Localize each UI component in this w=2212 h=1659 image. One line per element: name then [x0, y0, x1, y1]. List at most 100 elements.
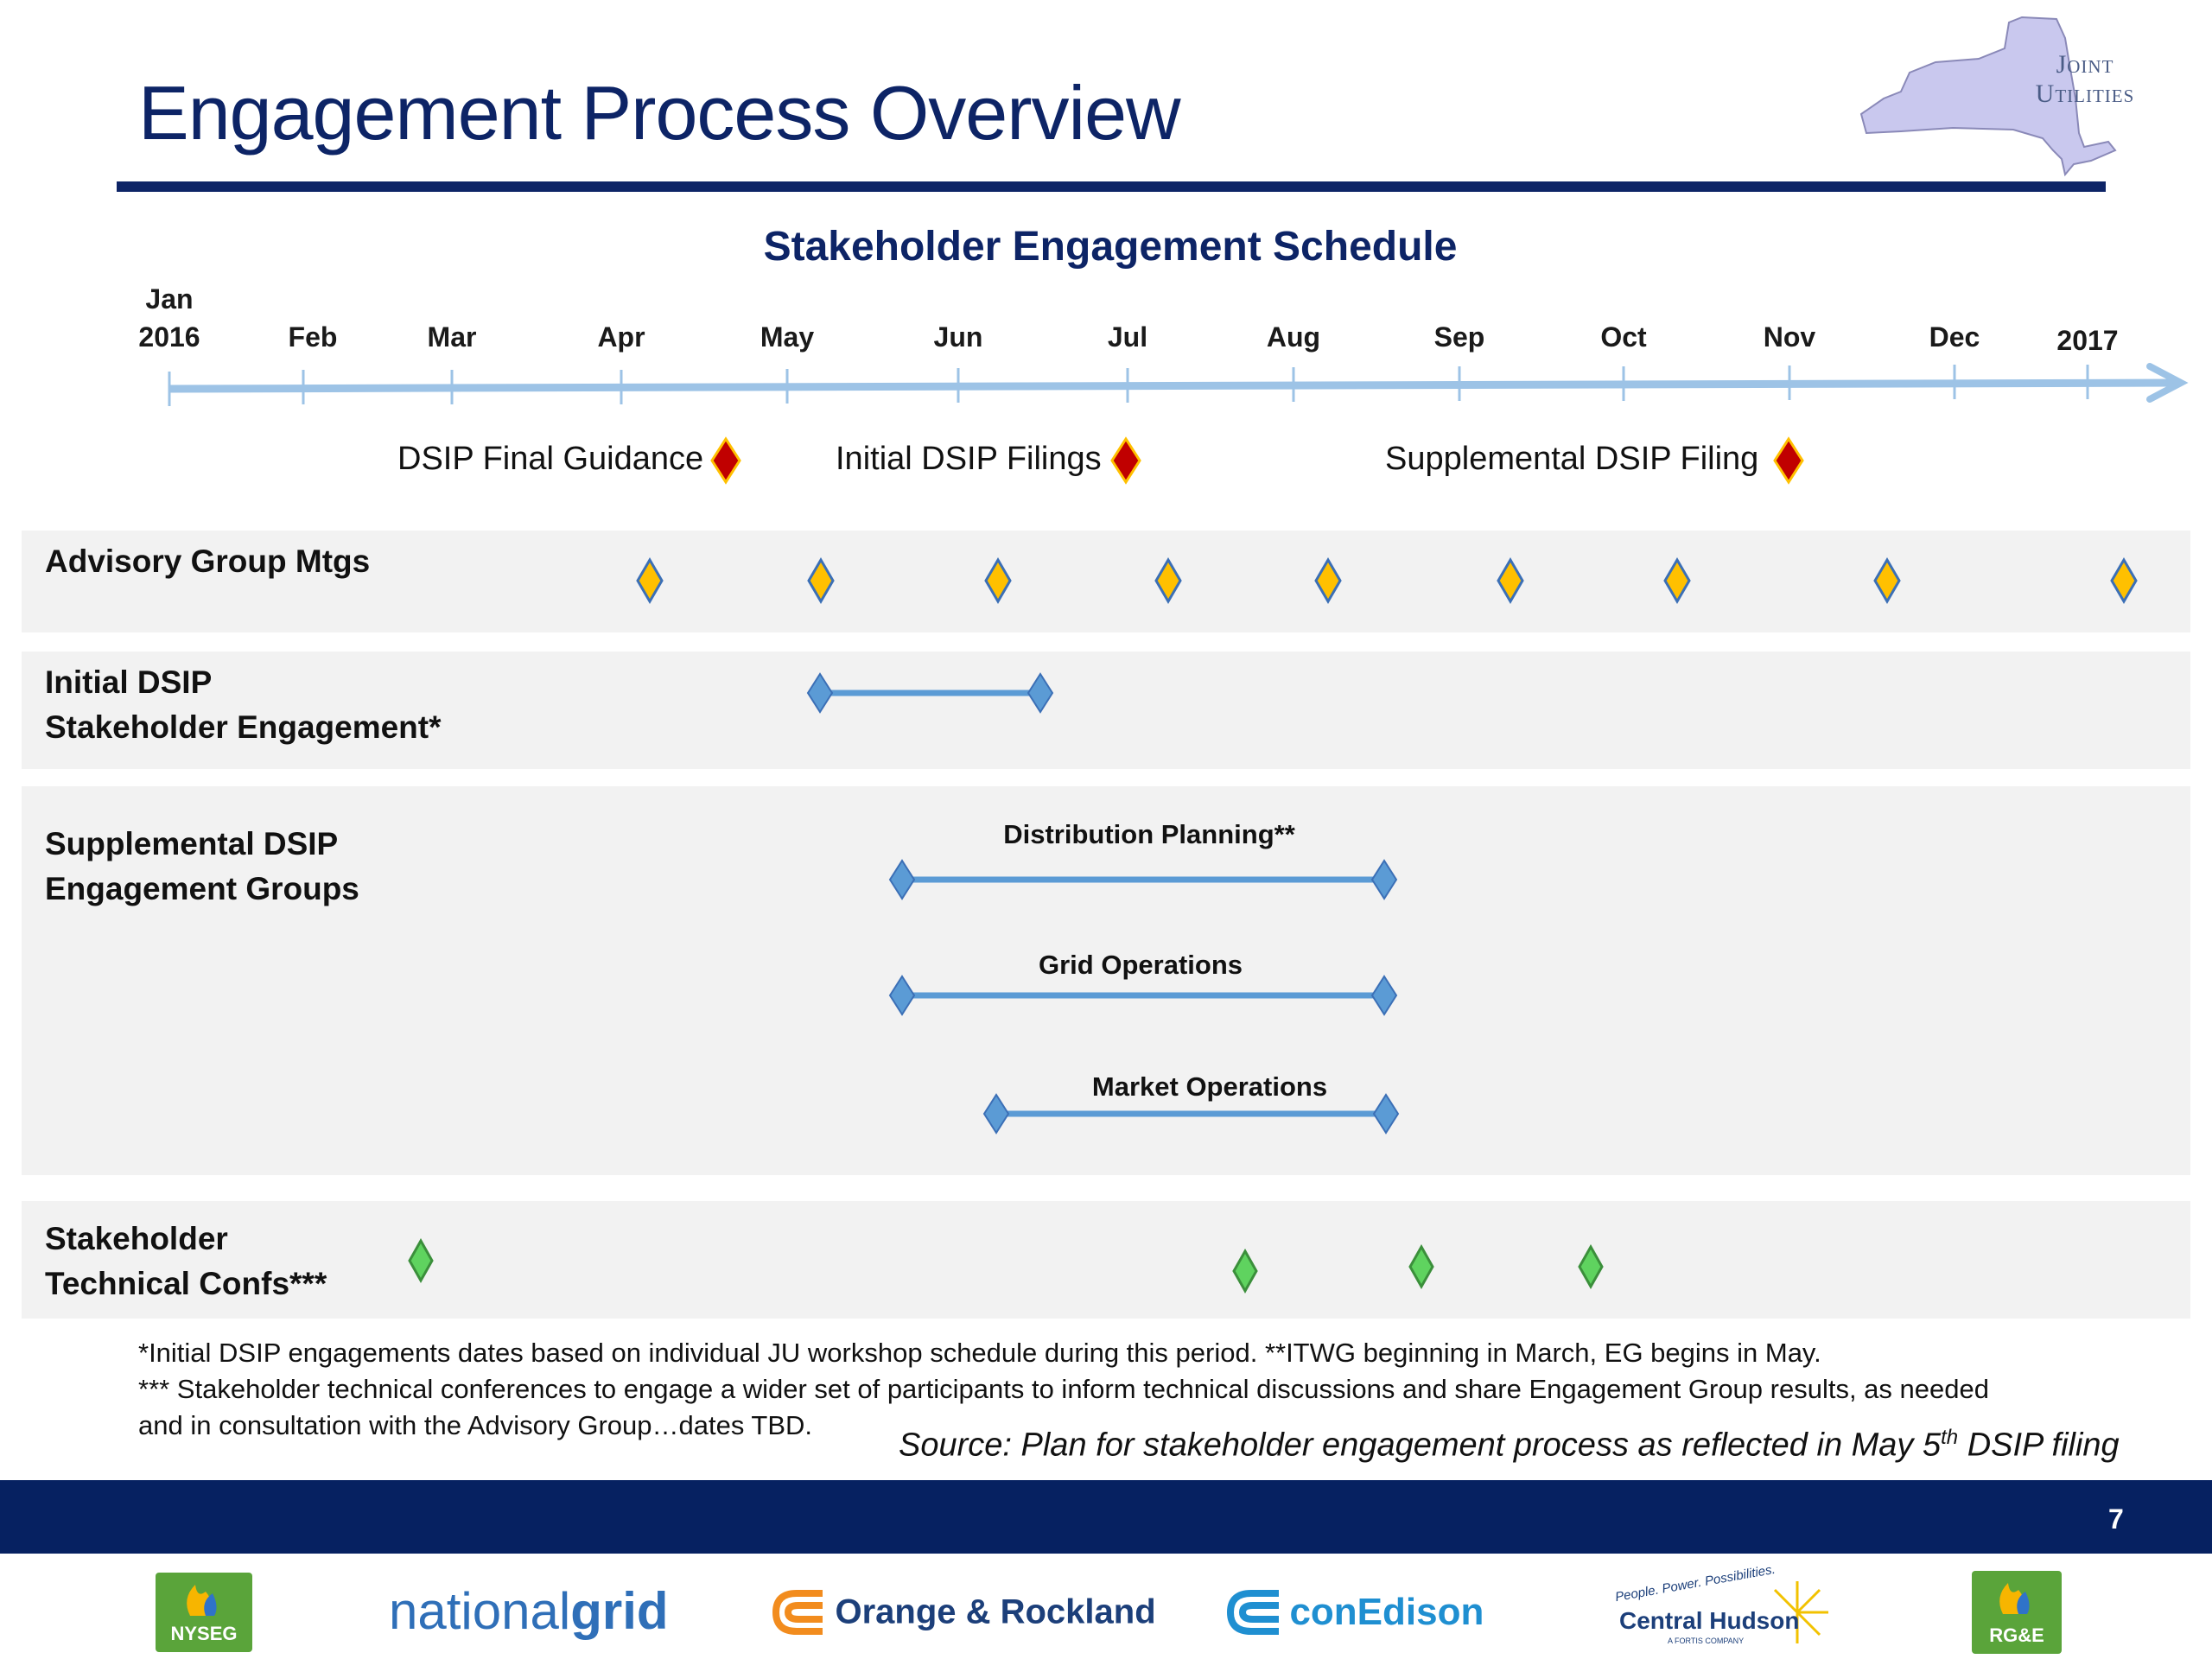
timeline-arrow-icon: [2146, 363, 2189, 403]
month-label-jul: Jul: [1107, 321, 1148, 353]
row-band-techconf: [22, 1201, 2190, 1319]
milestone-diamond-icon: [1773, 436, 1804, 485]
row-label-line: Supplemental DSIP: [45, 826, 339, 861]
orange-rockland-text: Orange & Rockland: [835, 1592, 1156, 1631]
row-label-initial-dsip: Initial DSIP Stakeholder Engagement*: [45, 660, 442, 750]
year-label-2017: 2017: [2056, 325, 2119, 356]
row-label-line: Stakeholder Engagement*: [45, 709, 442, 745]
milestone-diamond-icon: [710, 436, 741, 485]
group-label-distribution-planning: Distribution Planning**: [1003, 819, 1295, 849]
advisory-meeting-markers: [636, 557, 2138, 604]
month-label-jun: Jun: [933, 321, 983, 353]
month-label-apr: Apr: [597, 321, 645, 353]
meeting-diamond-icon: [1154, 557, 1182, 604]
span-start-diamond-icon: [982, 1093, 1010, 1135]
national-grid-text-b: grid: [570, 1582, 669, 1640]
row-label-line: Stakeholder: [45, 1221, 228, 1256]
ny-state-shape-icon: [1859, 16, 2117, 176]
row-label-line: Initial DSIP: [45, 664, 213, 700]
year-label-2016: 2016: [138, 321, 200, 353]
tech-conference-markers: [408, 1237, 1604, 1294]
row-label-technical-confs: Stakeholder Technical Confs***: [45, 1217, 327, 1306]
milestone-markers: [710, 436, 1804, 485]
schedule-title: Stakeholder Engagement Schedule: [763, 224, 1458, 270]
flame-icon: [187, 1585, 217, 1616]
initial-engagement-span: [806, 672, 1054, 714]
milestone-label-initial-dsip-filings: Initial DSIP Filings: [836, 441, 1102, 477]
meeting-diamond-icon: [1873, 557, 1901, 604]
page-title: Engagement Process Overview: [138, 70, 1181, 156]
month-label-mar: Mar: [427, 321, 477, 353]
span-end-diamond-icon: [1372, 1093, 1400, 1135]
rge-logo: RG&E: [1972, 1571, 2062, 1654]
footnote-1: *Initial DSIP engagements dates based on…: [138, 1338, 1821, 1368]
month-label-may: May: [760, 321, 815, 353]
footer-bar: [0, 1480, 2212, 1554]
source-text: Source: Plan for stakeholder engagement …: [899, 1427, 1942, 1464]
grid-operations-span: [888, 975, 1398, 1016]
title-divider: [117, 181, 2106, 192]
meeting-diamond-icon: [1497, 557, 1524, 604]
source-superscript: th: [1941, 1426, 1959, 1449]
page-number: 7: [2108, 1503, 2124, 1535]
meeting-diamond-icon: [1314, 557, 1342, 604]
span-start-diamond-icon: [888, 859, 916, 900]
row-label-line: Advisory Group Mtgs: [45, 543, 371, 579]
span-end-diamond-icon: [1370, 975, 1398, 1016]
logo-text-line-1: Joint: [2056, 50, 2114, 79]
meeting-diamond-icon: [1663, 557, 1691, 604]
meeting-diamond-icon: [2110, 557, 2138, 604]
new-york-state-logo: [1859, 16, 2117, 176]
row-label-line: Engagement Groups: [45, 871, 359, 906]
meeting-diamond-icon: [636, 557, 664, 604]
source-text-end: DSIP filing: [1958, 1427, 2120, 1464]
market-operations-span: [982, 1093, 1400, 1135]
meeting-diamond-icon: [807, 557, 835, 604]
milestone-diamond-icon: [1110, 436, 1141, 485]
logo-text-line-2: Utilities: [2035, 79, 2135, 108]
sunburst-icon: [1773, 1581, 1828, 1643]
span-end-diamond-icon: [1027, 672, 1054, 714]
conference-diamond-icon: [1232, 1248, 1258, 1294]
month-label-sep: Sep: [1433, 321, 1485, 353]
row-label-advisory-group: Advisory Group Mtgs: [45, 539, 370, 584]
month-label-nov: Nov: [1763, 321, 1816, 353]
group-label-grid-operations: Grid Operations: [1039, 950, 1243, 980]
group-label-market-operations: Market Operations: [1091, 1071, 1328, 1102]
con-edison-logo: conEdison: [1225, 1588, 1484, 1637]
national-grid-logo: nationalgrid: [389, 1581, 669, 1641]
rge-logo-text: RG&E: [1989, 1624, 2044, 1646]
milestone-label-supplemental-dsip-filing: Supplemental DSIP Filing: [1385, 441, 1759, 477]
distribution-planning-span: [888, 859, 1398, 900]
row-band-initial: [22, 652, 2190, 769]
conference-diamond-icon: [408, 1237, 434, 1284]
footnote-2: *** Stakeholder technical conferences to…: [138, 1374, 1989, 1404]
timeline-ticks: [168, 365, 2089, 406]
footnote-3: and in consultation with the Advisory Gr…: [138, 1410, 813, 1440]
month-label-dec: Dec: [1929, 321, 1980, 353]
national-grid-text-a: national: [389, 1582, 571, 1640]
source-citation: Source: Plan for stakeholder engagement …: [899, 1426, 2120, 1465]
conference-diamond-icon: [1578, 1243, 1604, 1290]
nyseg-logo-text: NYSEG: [170, 1623, 238, 1644]
con-edison-mark-icon: [1226, 1590, 1279, 1635]
orange-rockland-mark-icon: [772, 1590, 823, 1635]
milestone-label-dsip-final-guidance: DSIP Final Guidance: [397, 441, 704, 477]
orange-rockland-logo: Orange & Rockland: [771, 1588, 1156, 1637]
flame-icon: [1999, 1583, 2030, 1614]
central-hudson-text: Central Hudson: [1619, 1607, 1800, 1634]
timeline-axis: [168, 378, 2178, 393]
row-label-supplemental-dsip: Supplemental DSIP Engagement Groups: [45, 822, 359, 912]
nyseg-logo: NYSEG: [156, 1573, 252, 1652]
row-label-line: Technical Confs***: [45, 1266, 327, 1301]
central-hudson-logo: People. Power. Possibilities. Central Hu…: [1599, 1562, 1840, 1650]
central-hudson-subtext: A FORTIS COMPANY: [1668, 1637, 1745, 1645]
meeting-diamond-icon: [984, 557, 1012, 604]
month-label-aug: Aug: [1266, 321, 1321, 353]
month-label-jan: Jan: [145, 283, 194, 315]
conference-diamond-icon: [1408, 1243, 1434, 1290]
span-start-diamond-icon: [888, 975, 916, 1016]
joint-utilities-logo-text: Joint Utilities: [2020, 50, 2150, 109]
span-end-diamond-icon: [1370, 859, 1398, 900]
